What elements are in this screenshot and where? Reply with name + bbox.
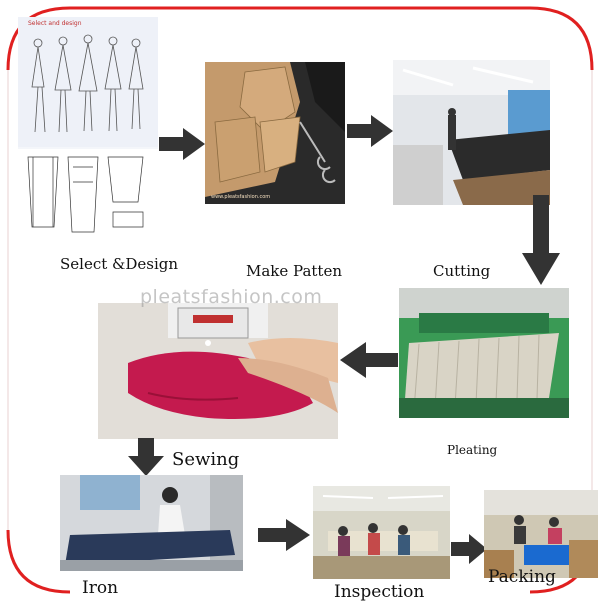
step-label-packing: Packing [488,567,556,587]
arrow-right-icon [347,115,393,147]
arrow-down-icon [522,195,560,285]
inspection-image [313,486,450,579]
sewing-image [98,303,338,439]
step-label-cutting: Cutting [433,262,491,280]
cutting-workshop-image [393,60,550,205]
step-label-pleating: Pleating [447,443,498,457]
step-label-sewing: Sewing [172,449,240,470]
arrow-down-icon [128,438,164,476]
pleating-machine-image [399,288,569,418]
pattern-caption: www.pleatsfashion.com [211,194,271,200]
arrow-right-icon [159,128,205,160]
step-label-select-design: Select &Design [60,255,179,273]
arrow-right-icon [258,519,310,551]
step-label-iron: Iron [82,578,119,598]
sketch-caption: Select and design [28,20,82,27]
packing-image [484,490,598,578]
arrow-right-icon [451,534,487,564]
watermark: pleatsfashion.com [140,286,323,308]
design-sketch-image: Select and design [18,17,158,242]
step-label-inspection: Inspection [334,582,425,602]
step-label-make-pattern: Make Patten [246,262,342,280]
pattern-making-image: www.pleatsfashion.com [205,62,345,204]
arrow-left-icon [340,342,398,378]
ironing-image [60,475,243,571]
